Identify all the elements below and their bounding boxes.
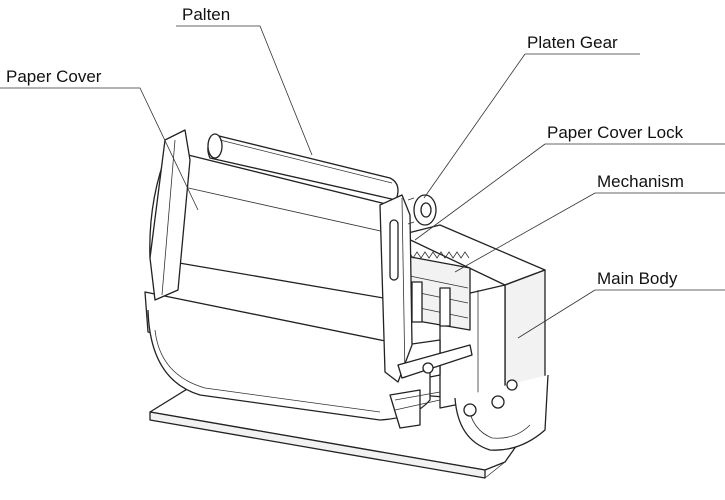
label-paper-cover: Paper Cover	[6, 67, 102, 86]
left-arm	[149, 129, 191, 301]
label-platen: Palten	[182, 5, 230, 24]
leader-lines	[0, 25, 725, 339]
label-platen-gear: Platen Gear	[527, 33, 618, 52]
paper-cover-lock	[397, 344, 473, 379]
label-paper-cover-lock: Paper Cover Lock	[547, 123, 684, 142]
right-arm	[379, 194, 413, 383]
paper-cover-housing	[144, 291, 441, 429]
platen-gear	[407, 194, 437, 226]
label-main-body: Main Body	[597, 269, 678, 288]
label-mechanism: Mechanism	[597, 172, 684, 191]
